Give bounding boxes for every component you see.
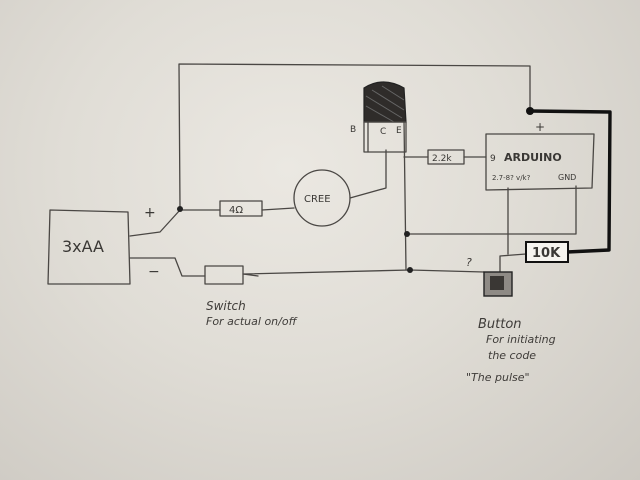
switch-description: For actual on/off xyxy=(206,315,298,328)
resistor-led-wire xyxy=(261,207,295,211)
arduino-gnd-label: GND xyxy=(558,173,576,182)
transistor-hatch xyxy=(365,85,405,123)
resistor-10k-body xyxy=(525,241,569,263)
switch-caption: Switch xyxy=(206,299,246,313)
push-button: ? Button For initiating the code "The pu… xyxy=(466,256,556,384)
r10k-to-button-wire xyxy=(499,253,527,273)
battery-label: 3xAA xyxy=(62,237,104,256)
ground-wire xyxy=(243,269,485,275)
led-label: CREE xyxy=(304,194,331,205)
junction-dot xyxy=(407,267,413,273)
resistor-10k: 10K xyxy=(525,241,569,263)
button-desc-line3: "The pulse" xyxy=(466,371,530,384)
arduino-box xyxy=(485,133,595,191)
resistor-4ohm: 4Ω xyxy=(219,200,263,217)
arduino-plus-sign: + xyxy=(535,120,545,134)
junction-dot xyxy=(404,231,410,237)
button-cap xyxy=(490,276,504,290)
top-wire xyxy=(178,63,531,209)
button-desc-line2: the code xyxy=(488,349,536,362)
led-collector-wire xyxy=(349,149,387,199)
switch: Switch For actual on/off xyxy=(204,265,298,328)
battery-box xyxy=(47,209,131,285)
transistor-b-label: B xyxy=(350,125,356,135)
resistor-2k2-label: 2.2k xyxy=(432,154,452,164)
arduino-vin-label: 2.7-8? v/k? xyxy=(492,174,531,182)
button-desc-line1: For initiating xyxy=(486,333,556,346)
junction-dot xyxy=(177,206,183,212)
battery-minus-sign: − xyxy=(148,264,160,280)
resistor-4ohm-body xyxy=(219,200,263,217)
transistor: B C E xyxy=(350,81,407,153)
emitter-wire xyxy=(403,119,407,271)
resistor-4ohm-label: 4Ω xyxy=(229,205,243,216)
transistor-c-label: C xyxy=(380,127,386,137)
resistor-2k2-body xyxy=(427,149,465,165)
battery: 3xAA + − xyxy=(47,205,160,285)
gnd-bus-wire xyxy=(405,185,577,235)
switch-body xyxy=(204,265,244,285)
battery-minus-wire xyxy=(129,257,206,277)
arduino: 9 ARDUINO 2.7-8? v/k? GND + xyxy=(485,120,595,191)
arduino-name: ARDUINO xyxy=(504,151,562,164)
led-cree: CREE xyxy=(293,169,351,227)
transistor-e-label: E xyxy=(396,126,402,136)
transistor-body xyxy=(363,121,407,153)
bold-wire xyxy=(528,109,612,254)
wires xyxy=(129,63,577,277)
resistor-2k2: 2.2k xyxy=(427,149,465,165)
resistor-10k-label: 10K xyxy=(532,246,561,261)
battery-plus-wire xyxy=(129,209,221,237)
button-caption: Button xyxy=(478,317,522,332)
button-question-mark: ? xyxy=(466,256,472,269)
led-circle xyxy=(293,169,351,227)
arduino-pin-label: 9 xyxy=(490,154,496,164)
junction-dot xyxy=(526,107,534,115)
switch-lead xyxy=(242,273,259,277)
battery-plus-sign: + xyxy=(144,205,156,221)
